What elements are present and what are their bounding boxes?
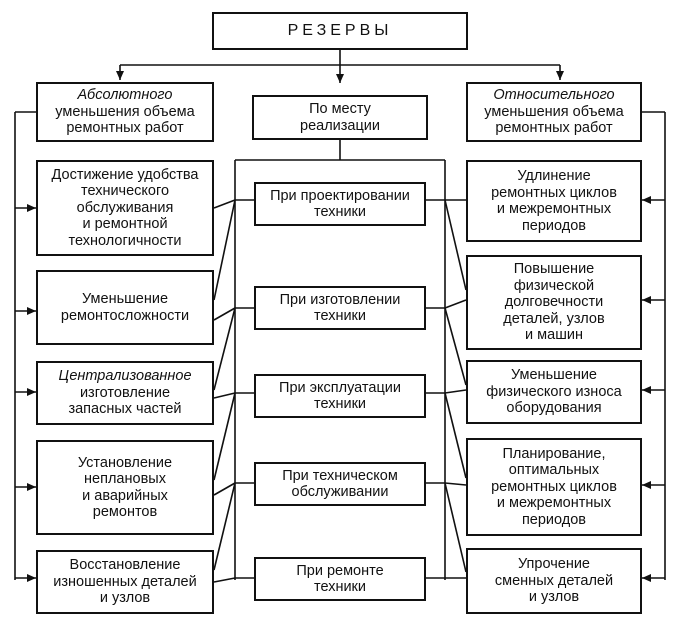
right-item-1-label: Удлинение ремонтных циклов и межремонтны… (491, 168, 617, 234)
right-item-3-label: Уменьшение физического износа оборудован… (486, 367, 622, 417)
center-item-5: При ремонте техники (254, 557, 426, 601)
left-item-5-label: Восстановление изношенных деталей и узло… (53, 557, 197, 607)
left-item-3-rest: изготовление запасных частей (68, 384, 182, 418)
right-item-2: Повышение физической долговечности детал… (466, 255, 642, 350)
link-l4a (213, 392, 236, 481)
link-l4b (213, 482, 236, 496)
left-item-2: Уменьшение ремонтосложности (36, 270, 214, 345)
link-l1 (213, 199, 236, 209)
link-l5b (213, 577, 236, 583)
left-item-4-label: Установление неплановых и аварийных ремо… (77, 454, 173, 521)
right-item-4: Планирование, оптимальных ремонтных цикл… (466, 438, 642, 536)
category-absolute-line1: Абсолютного (77, 87, 173, 104)
right-item-3: Уменьшение физического износа оборудован… (466, 360, 642, 424)
center-item-2: При изготовлении техники (254, 286, 426, 330)
link-r5a (444, 482, 467, 573)
center-item-4: При техническом обслуживании (254, 462, 426, 506)
category-place: По месту реализации (252, 95, 428, 140)
left-item-1: Достижение удобства технического обслужи… (36, 160, 214, 256)
right-item-5-label: Упрочение сменных деталей и узлов (494, 556, 614, 606)
link-r3a (444, 307, 467, 386)
link-r3b (444, 389, 467, 394)
link-r4b (444, 482, 467, 486)
link-l2b (213, 307, 236, 321)
left-item-1-label: Достижение удобства технического обслужи… (51, 166, 199, 249)
left-item-4: Установление неплановых и аварийных ремо… (36, 440, 214, 535)
center-item-2-label: При изготовлении техники (279, 291, 401, 325)
root-label: РЕЗЕРВЫ (287, 21, 393, 39)
center-item-3-label: При эксплуатации техники (279, 379, 401, 413)
category-relative-line1: Относительного (493, 87, 615, 104)
link-l3b (213, 392, 236, 399)
left-item-5: Восстановление изношенных деталей и узло… (36, 550, 214, 614)
center-item-5-label: При ремонте техники (296, 562, 384, 596)
left-item-3-line1: Централизованное (58, 368, 192, 385)
center-item-1-label: При проектировании техники (270, 187, 410, 221)
link-r4a (444, 392, 467, 479)
right-item-1: Удлинение ремонтных циклов и межремонтны… (466, 160, 642, 242)
center-item-3: При эксплуатации техники (254, 374, 426, 418)
link-l5a (213, 482, 236, 571)
category-place-label: По месту реализации (300, 101, 380, 134)
right-item-2-label: Повышение физической долговечности детал… (503, 261, 605, 344)
right-item-5: Упрочение сменных деталей и узлов (466, 548, 642, 614)
right-item-4-label: Планирование, оптимальных ремонтных цикл… (491, 445, 617, 528)
link-r2b (444, 299, 467, 309)
category-relative-rest: уменьшения объема ремонтных работ (484, 103, 624, 137)
category-absolute-rest: уменьшения объема ремонтных работ (55, 103, 195, 137)
link-l2a (213, 199, 236, 301)
link-r2a (444, 199, 467, 291)
left-item-2-label: Уменьшение ремонтосложности (60, 291, 190, 324)
center-item-1: При проектировании техники (254, 182, 426, 226)
root-box: РЕЗЕРВЫ (212, 12, 468, 50)
link-l3a (213, 307, 236, 391)
center-item-4-label: При техническом обслуживании (282, 467, 398, 501)
